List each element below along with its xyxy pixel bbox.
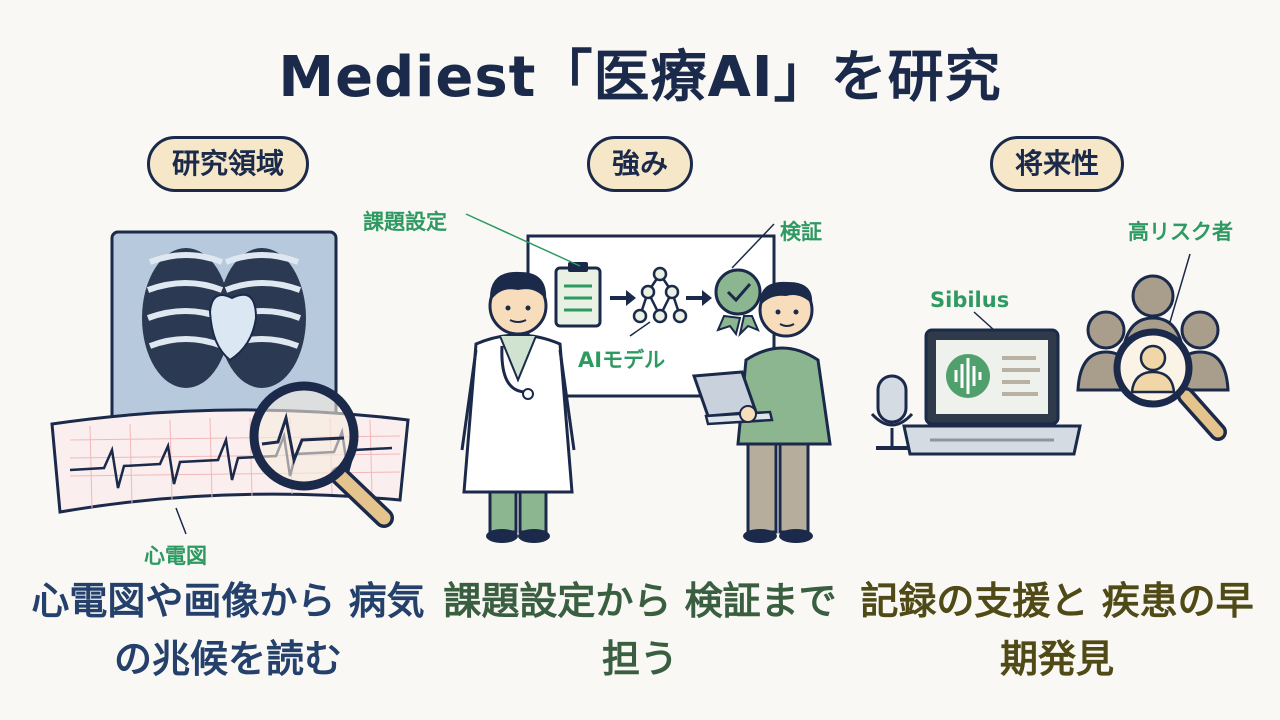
label-high-risk: 高リスク者	[1128, 220, 1233, 244]
engineer-icon	[691, 281, 832, 543]
caption-strength: 課題設定から 検証まで担う	[440, 572, 840, 688]
label-task-setting: 課題設定	[363, 210, 447, 234]
caption-research-area: 心電図や画像から 病気の兆候を読む	[28, 572, 428, 688]
network-icon	[632, 266, 688, 324]
people-group-icon	[1076, 274, 1230, 441]
caption-line: 疾患の早期発見	[999, 579, 1254, 681]
magnifier-icon	[249, 381, 394, 528]
caption-line: 検証まで担う	[601, 579, 837, 681]
doctor-icon	[460, 271, 576, 543]
microphone-icon	[870, 374, 914, 450]
heading-future: 将来性	[989, 136, 1125, 192]
laptop-icon	[902, 328, 1082, 456]
label-verification: 検証	[780, 220, 822, 244]
clipboard-icon	[554, 262, 602, 328]
caption-line: 病気の兆候を読む	[113, 579, 425, 681]
label-sibilus: Sibilus	[930, 288, 1010, 312]
label-ecg: 心電図	[144, 544, 207, 568]
caption-future: 記録の支援と 疾患の早期発見	[857, 572, 1257, 688]
badge-check-icon	[714, 268, 762, 338]
chest-xray-icon	[110, 230, 338, 434]
caption-line: 心電図や画像から	[31, 579, 336, 623]
caption-line: 記録の支援と	[860, 579, 1089, 623]
page-title: Mediest「医療AI」を研究	[278, 45, 1002, 110]
heading-research-area: 研究領域	[146, 136, 310, 192]
label-ai-model: AIモデル	[578, 348, 666, 372]
heading-strength: 強み	[586, 136, 694, 192]
caption-line: 課題設定から	[443, 579, 672, 623]
